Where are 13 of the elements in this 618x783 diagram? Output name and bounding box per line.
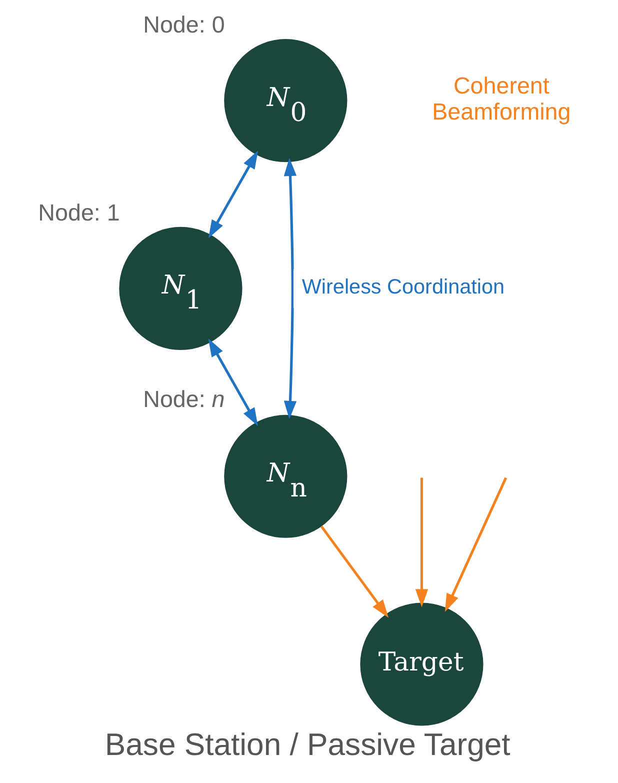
edge-label: Wireless Coordination [302, 275, 505, 298]
node-label: Node: 1 [38, 199, 120, 226]
arrow [444, 477, 508, 612]
arrow [208, 338, 258, 426]
arrow [320, 526, 389, 618]
node-label: Node: 0 [143, 11, 225, 38]
arrow [415, 478, 428, 608]
node-circle: Target [360, 602, 484, 726]
arrow [284, 158, 297, 420]
arrow [208, 150, 258, 238]
caption: Base Station / Passive Target [104, 727, 510, 762]
node-label: Node: n [143, 386, 225, 412]
label: Coherent Beamforming [432, 72, 571, 124]
